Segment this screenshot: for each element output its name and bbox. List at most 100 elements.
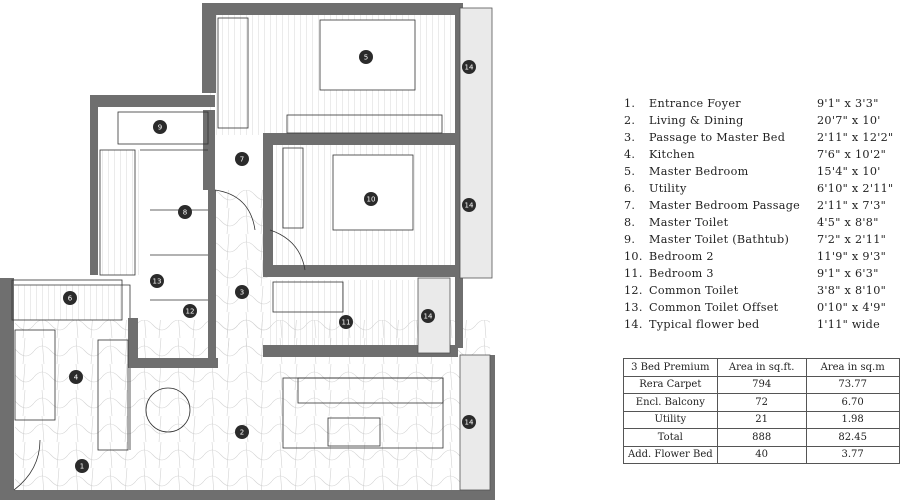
- room-marker-label: 1: [80, 463, 84, 471]
- room-marker-circle: [235, 425, 249, 439]
- room-marker: 3: [235, 285, 249, 299]
- room-marker-circle: [364, 192, 378, 206]
- legend-num: 3.: [624, 131, 636, 144]
- legend-name: Master Bedroom: [649, 165, 749, 178]
- legend-dim: 15'4" x 10': [817, 165, 881, 178]
- room-marker-label: 8: [183, 209, 187, 217]
- legend-name: Common Toilet Offset: [649, 301, 779, 314]
- room-marker-circle: [359, 50, 373, 64]
- legend-name: Entrance Foyer: [649, 97, 741, 110]
- area-table-header-cell: Area in sq.m: [805, 358, 900, 377]
- legend-name: Bedroom 2: [649, 250, 714, 263]
- legend-name: Common Toilet: [649, 284, 739, 297]
- room-marker-label: 11: [342, 319, 351, 327]
- legend-dim: 7'2" x 2'11": [817, 233, 887, 246]
- room-marker: 14: [462, 60, 476, 74]
- room-marker-label: 5: [364, 54, 368, 62]
- legend-num: 7.: [624, 199, 636, 212]
- area-table-cell: Add. Flower Bed: [623, 445, 718, 464]
- legend-name: Living & Dining: [649, 114, 744, 127]
- room-marker: 8: [178, 205, 192, 219]
- legend-name: Master Toilet: [649, 216, 729, 229]
- legend-num: 4.: [624, 148, 636, 161]
- area-table-cell: 40: [716, 445, 807, 464]
- legend-name: Bedroom 3: [649, 267, 714, 280]
- room-marker: 4: [69, 370, 83, 384]
- flower-beds: [417, 7, 493, 491]
- legend-dim: 11'9" x 9'3": [817, 250, 887, 263]
- area-table-header-cell: 3 Bed Premium: [623, 358, 718, 377]
- room-marker-label: 3: [240, 289, 244, 297]
- legend-num: 9.: [624, 233, 636, 246]
- room-marker-label: 14: [465, 419, 474, 427]
- floor-fills: [15, 10, 490, 490]
- legend-name: Utility: [649, 182, 687, 195]
- legend-dim: 4'5" x 8'8": [817, 216, 879, 229]
- area-table-cell: 82.45: [805, 428, 900, 447]
- room-marker: 6: [63, 291, 77, 305]
- room-marker: 10: [364, 192, 378, 206]
- room-marker: 2: [235, 425, 249, 439]
- room-marker-label: 12: [186, 308, 195, 316]
- area-table-cell: 794: [716, 375, 807, 394]
- legend-dim: 6'10" x 2'11": [817, 182, 894, 195]
- area-table-cell: Rera Carpet: [623, 375, 718, 394]
- legend-row: 1. Entrance Foyer 9'1" x 3'3": [620, 97, 900, 114]
- room-marker-circle: [462, 198, 476, 212]
- room-marker-label: 9: [158, 124, 162, 132]
- legend-dim: 2'11" x 12'2": [817, 131, 894, 144]
- room-marker-circle: [235, 285, 249, 299]
- room-marker: 7: [235, 152, 249, 166]
- legend-dim: 9'1" x 6'3": [817, 267, 879, 280]
- room-marker: 12: [183, 304, 197, 318]
- legend-num: 12.: [624, 284, 643, 297]
- legend-num: 11.: [624, 267, 643, 280]
- room-marker-label: 2: [240, 429, 244, 437]
- room-marker-circle: [75, 459, 89, 473]
- room-marker: 11: [339, 315, 353, 329]
- legend-dim: 1'11" wide: [817, 318, 881, 331]
- room-marker-circle: [150, 274, 164, 288]
- legend-row: 4. Kitchen 7'6" x 10'2": [620, 148, 900, 165]
- legend-dim: 9'1" x 3'3": [817, 97, 879, 110]
- area-table-cell: Total: [623, 428, 718, 447]
- legend-dim: 3'8" x 8'10": [817, 284, 887, 297]
- legend-dim: 2'11" x 7'3": [817, 199, 887, 212]
- walls: [0, 3, 495, 500]
- legend-name: Master Bedroom Passage: [649, 199, 801, 212]
- area-table-cell: Encl. Balcony: [623, 393, 718, 412]
- fixtures: [11, 17, 444, 451]
- room-marker-circle: [153, 120, 167, 134]
- legend-row: 12. Common Toilet 3'8" x 8'10": [620, 284, 900, 301]
- area-table-cell: 3.77: [805, 445, 900, 464]
- room-marker-circle: [235, 152, 249, 166]
- legend-dim: 7'6" x 10'2": [817, 148, 887, 161]
- legend-row: 10. Bedroom 2 11'9" x 9'3": [620, 250, 900, 267]
- room-marker-label: 14: [424, 313, 433, 321]
- room-marker-circle: [178, 205, 192, 219]
- room-marker-circle: [462, 60, 476, 74]
- legend-num: 10.: [624, 250, 643, 263]
- legend-num: 1.: [624, 97, 636, 110]
- room-marker: 14: [462, 198, 476, 212]
- legend-num: 13.: [624, 301, 643, 314]
- legend-name: Kitchen: [649, 148, 695, 161]
- legend-dim: 20'7" x 10': [817, 114, 881, 127]
- legend-num: 6.: [624, 182, 636, 195]
- room-marker-circle: [339, 315, 353, 329]
- area-table: 3 Bed Premium Area in sq.ft. Area in sq.…: [623, 358, 900, 464]
- legend-row: 6. Utility 6'10" x 2'11": [620, 182, 900, 199]
- room-marker: 13: [150, 274, 164, 288]
- area-table-cell: 6.70: [805, 393, 900, 412]
- area-table-cell: 888: [716, 428, 807, 447]
- room-marker-circle: [183, 304, 197, 318]
